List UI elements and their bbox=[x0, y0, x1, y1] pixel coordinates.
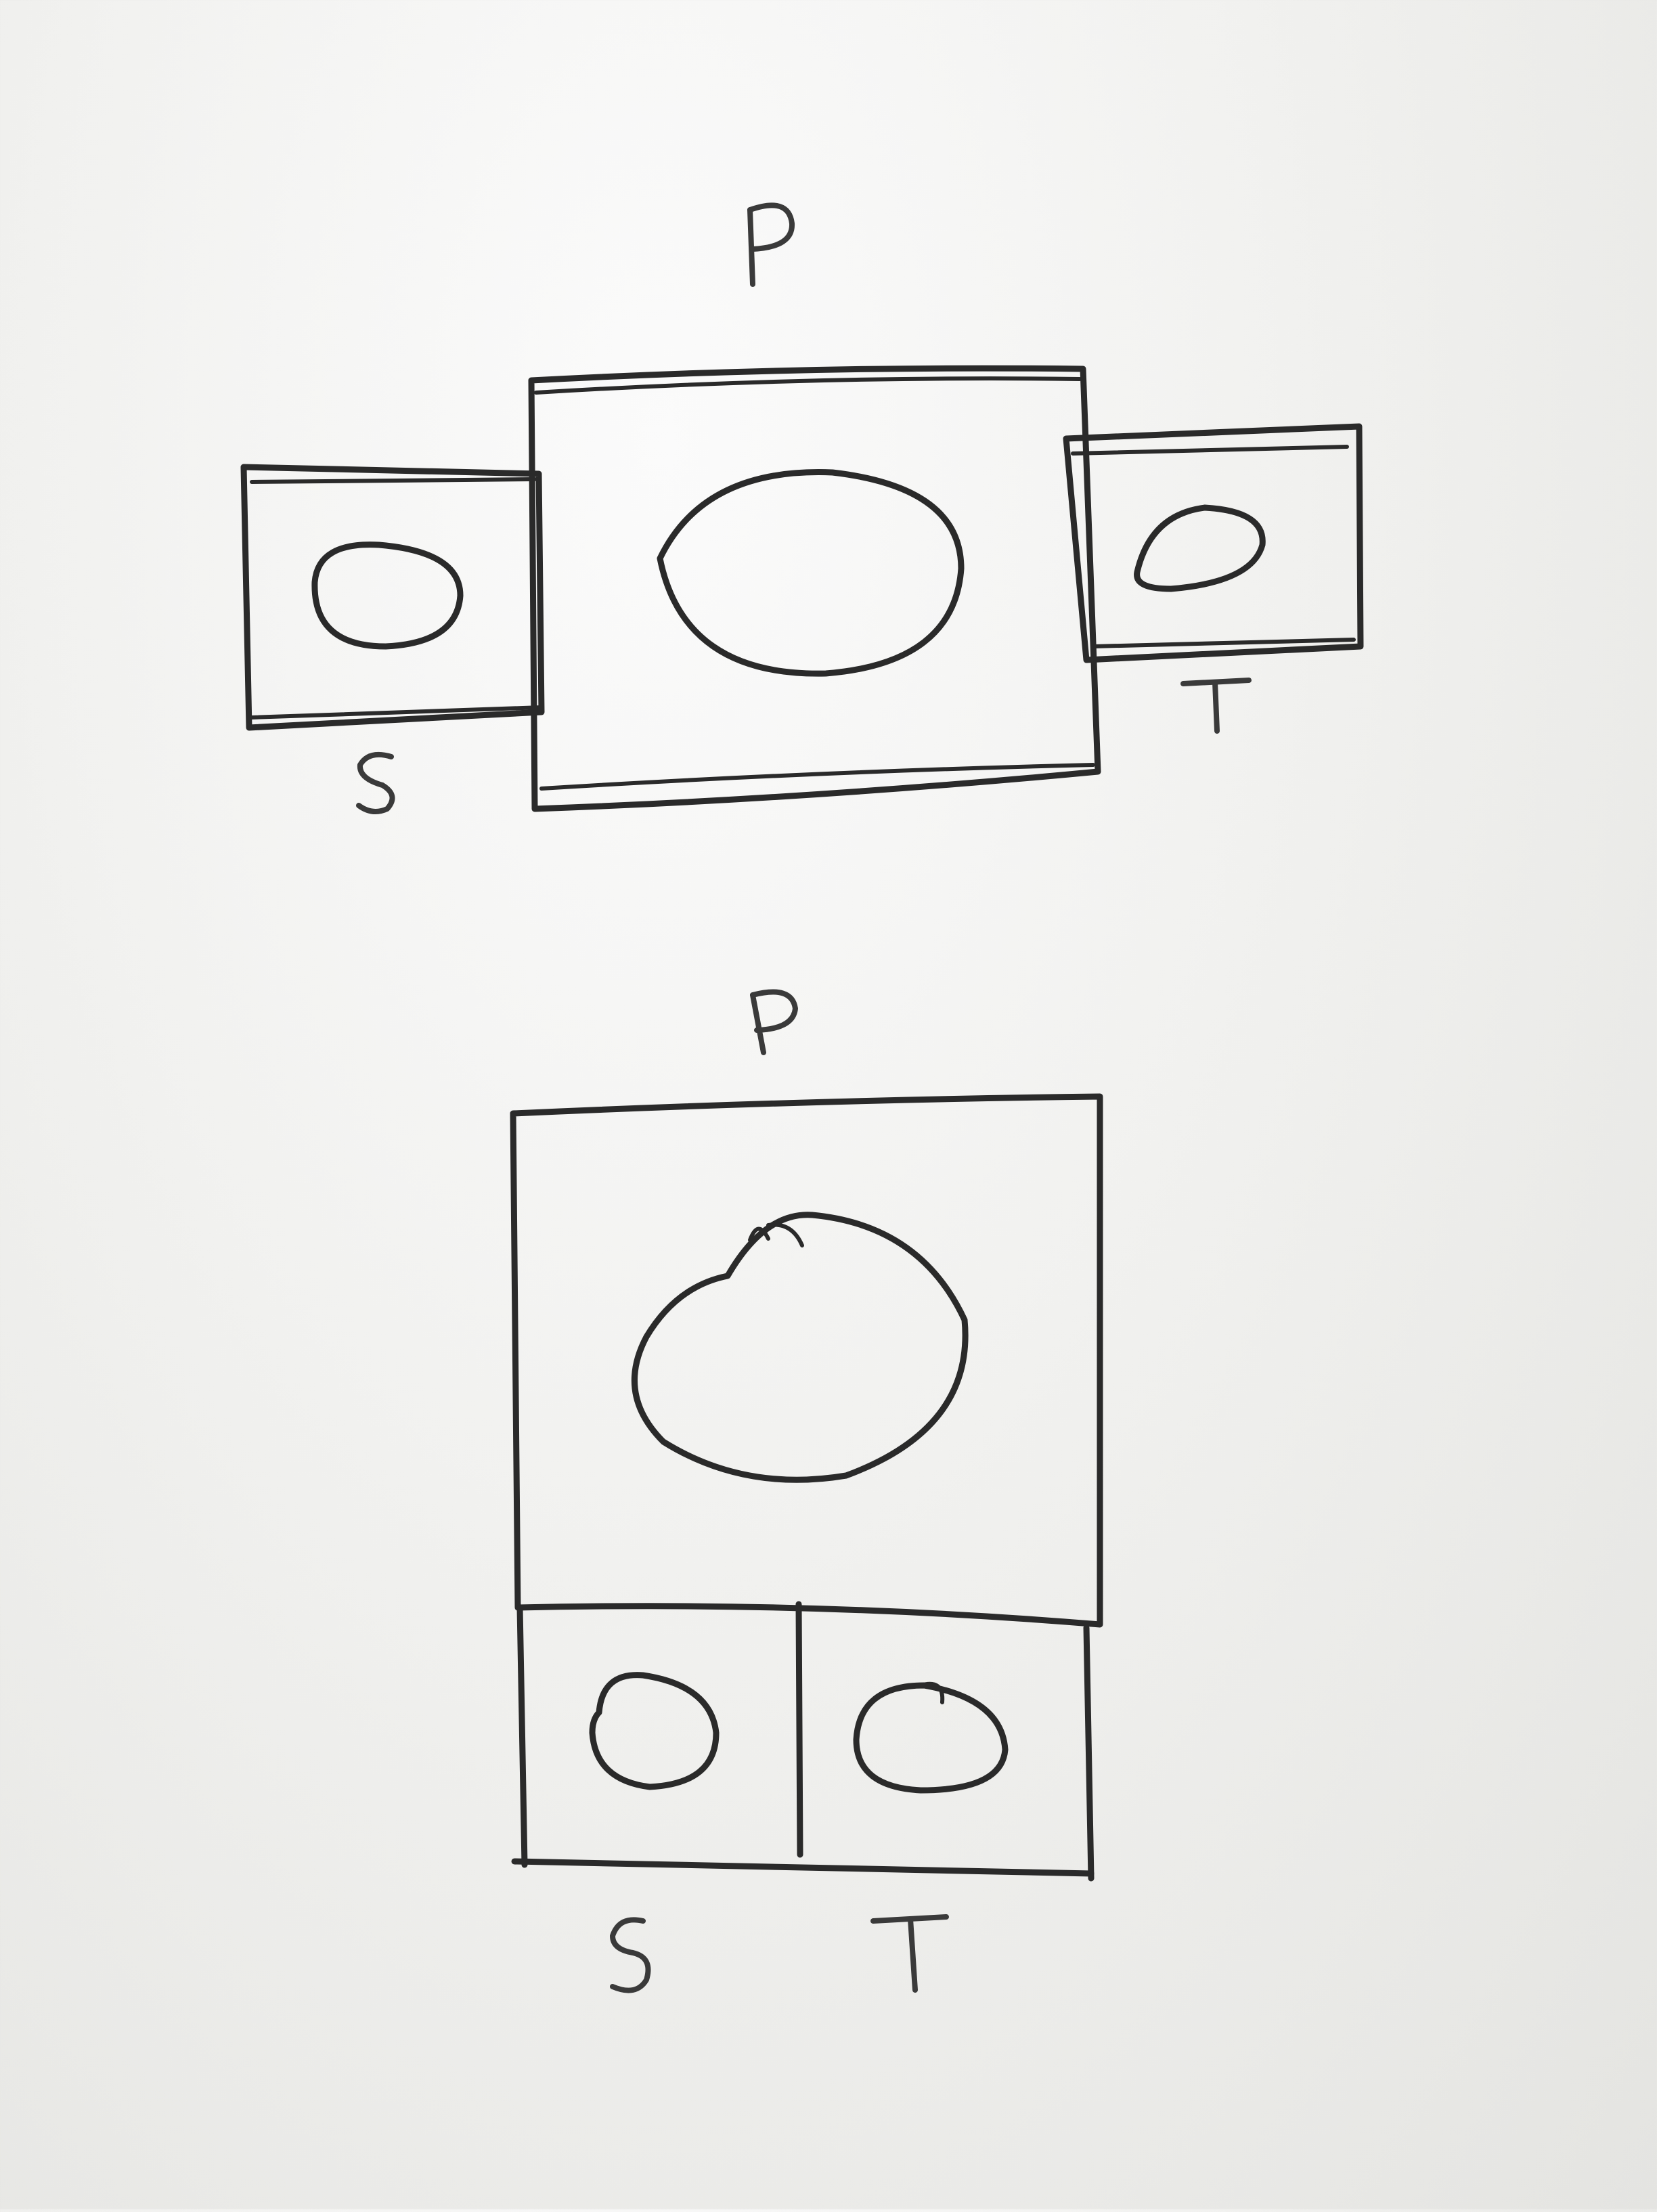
top-label-p bbox=[747, 202, 795, 287]
top-box-t-circle bbox=[1134, 504, 1266, 592]
bottom-box-s bbox=[589, 1672, 720, 1790]
bottom-box-p-circle bbox=[632, 1212, 969, 1483]
bottom-diagram bbox=[510, 989, 1103, 1993]
top-label-t bbox=[1180, 678, 1252, 734]
bottom-box-t bbox=[853, 1681, 1009, 1794]
bottom-row-frame bbox=[511, 1601, 1095, 1882]
bottom-box-p bbox=[510, 1093, 1103, 1628]
bottom-box-t-circle bbox=[853, 1682, 1009, 1794]
top-box-s-circle bbox=[311, 541, 464, 650]
top-diagram bbox=[240, 202, 1364, 814]
top-label-s bbox=[356, 752, 395, 814]
bottom-box-s-circle bbox=[589, 1672, 720, 1790]
top-box-t bbox=[1063, 423, 1364, 663]
bottom-label-p bbox=[750, 989, 798, 1055]
top-box-s bbox=[240, 464, 545, 731]
bottom-label-t bbox=[870, 1914, 949, 1993]
top-box-p-circle bbox=[657, 469, 965, 677]
top-box-p bbox=[528, 365, 1101, 812]
bottom-label-s bbox=[610, 1917, 651, 1993]
